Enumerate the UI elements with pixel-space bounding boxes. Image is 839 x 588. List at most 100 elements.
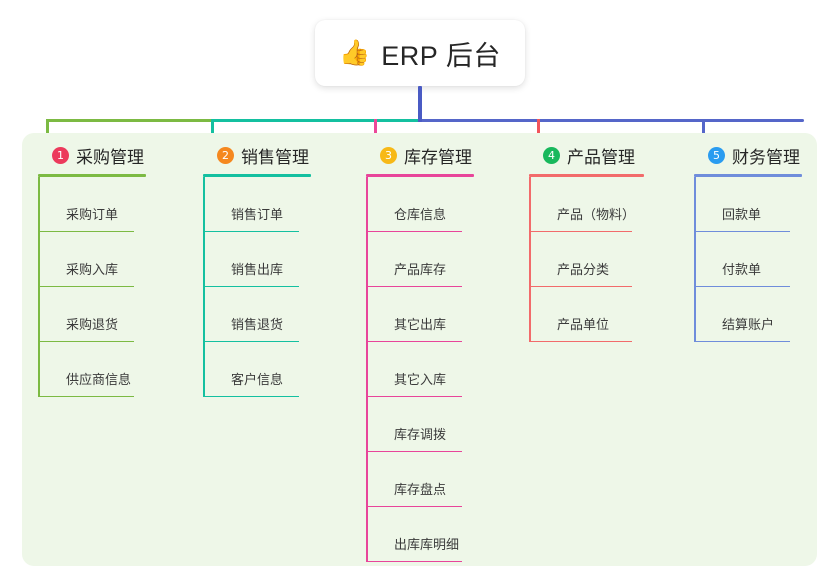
column-underline-3 — [366, 174, 474, 177]
trunk-segment-green — [46, 119, 214, 122]
leaf-node[interactable]: 产品库存 — [366, 232, 516, 287]
column-header-4[interactable]: 4 产品管理 — [529, 142, 689, 168]
leaf-node[interactable]: 产品分类 — [529, 232, 689, 287]
diagram-panel — [22, 133, 817, 566]
leaf-node[interactable]: 供应商信息 — [38, 342, 188, 397]
column-badge-5: 5 — [708, 146, 725, 164]
column-2: 2 销售管理销售订单销售出库销售退货客户信息 — [203, 142, 353, 397]
leaf-node[interactable]: 其它出库 — [366, 287, 516, 342]
leaf-node[interactable]: 产品单位 — [529, 287, 689, 342]
column-header-5[interactable]: 5 财务管理 — [694, 142, 824, 168]
root-node-content: 👍 ERP 后台 — [339, 34, 501, 73]
thumbs-up-icon: 👍 — [339, 38, 371, 67]
leaf-underline — [694, 340, 790, 342]
leaf-underline — [203, 230, 299, 232]
column-1: 1 采购管理采购订单采购入库采购退货供应商信息 — [38, 142, 188, 397]
leaf-node[interactable]: 采购订单 — [38, 177, 188, 232]
leaf-underline — [366, 395, 462, 397]
root-node-title: ERP 后台 — [381, 40, 501, 71]
leaf-underline — [366, 560, 462, 562]
leaf-label: 销售退货 — [231, 317, 284, 332]
column-items-4: 产品（物料） 产品分类产品单位 — [529, 177, 689, 342]
leaf-node[interactable]: 回款单 — [694, 177, 824, 232]
leaf-underline — [38, 285, 134, 287]
column-items-1: 采购订单采购入库采购退货供应商信息 — [38, 177, 188, 397]
column-title-3: 库存管理 — [404, 147, 472, 167]
column-badge-1: 1 — [52, 146, 69, 164]
leaf-label: 客户信息 — [231, 372, 284, 387]
leaf-label: 采购入库 — [66, 262, 119, 277]
column-spine-1 — [38, 177, 40, 397]
leaf-node[interactable]: 产品（物料） — [529, 177, 689, 232]
leaf-underline — [38, 340, 134, 342]
leaf-underline — [366, 230, 462, 232]
root-stem-connector — [418, 86, 422, 122]
leaf-underline — [366, 450, 462, 452]
leaf-label: 库存调拨 — [394, 427, 447, 442]
leaf-node[interactable]: 其它入库 — [366, 342, 516, 397]
column-spine-5 — [694, 177, 696, 342]
column-underline-2 — [203, 174, 311, 177]
leaf-label: 产品分类 — [557, 262, 610, 277]
leaf-label: 库存盘点 — [394, 482, 447, 497]
column-5: 5 财务管理回款单付款单结算账户 — [694, 142, 824, 342]
leaf-node[interactable]: 销售退货 — [203, 287, 353, 342]
column-underline-4 — [529, 174, 644, 177]
leaf-node[interactable]: 付款单 — [694, 232, 824, 287]
leaf-label: 回款单 — [722, 207, 762, 222]
column-title-1: 采购管理 — [76, 147, 144, 167]
column-header-3[interactable]: 3 库存管理 — [366, 142, 516, 168]
leaf-node[interactable]: 库存盘点 — [366, 452, 516, 507]
leaf-node[interactable]: 仓库信息 — [366, 177, 516, 232]
leaf-label: 采购订单 — [66, 207, 119, 222]
trunk-segment-teal — [211, 119, 418, 122]
column-spine-3 — [366, 177, 368, 562]
column-3: 3 库存管理仓库信息产品库存其它出库其它入库库存调拨库存盘点出库库明细 — [366, 142, 516, 562]
leaf-underline — [38, 230, 134, 232]
leaf-label: 采购退货 — [66, 317, 119, 332]
leaf-label: 销售出库 — [231, 262, 284, 277]
leaf-label: 其它出库 — [394, 317, 447, 332]
leaf-node[interactable]: 库存调拨 — [366, 397, 516, 452]
column-spine-2 — [203, 177, 205, 397]
column-header-2[interactable]: 2 销售管理 — [203, 142, 353, 168]
leaf-underline — [366, 340, 462, 342]
column-items-2: 销售订单销售出库销售退货客户信息 — [203, 177, 353, 397]
leaf-node[interactable]: 出库库明细 — [366, 507, 516, 562]
leaf-underline — [529, 285, 632, 287]
column-4: 4 产品管理产品（物料） 产品分类产品单位 — [529, 142, 689, 342]
column-items-3: 仓库信息产品库存其它出库其它入库库存调拨库存盘点出库库明细 — [366, 177, 516, 562]
leaf-underline — [366, 505, 462, 507]
leaf-node[interactable]: 结算账户 — [694, 287, 824, 342]
leaf-label: 产品库存 — [394, 262, 447, 277]
column-items-5: 回款单付款单结算账户 — [694, 177, 824, 342]
leaf-underline — [529, 340, 632, 342]
leaf-label: 其它入库 — [394, 372, 447, 387]
leaf-label: 结算账户 — [722, 317, 775, 332]
leaf-label: 付款单 — [722, 262, 762, 277]
leaf-label: 供应商信息 — [66, 372, 132, 387]
column-underline-5 — [694, 174, 802, 177]
column-title-5: 财务管理 — [732, 147, 800, 167]
leaf-label: 产品（物料） — [557, 207, 636, 222]
leaf-node[interactable]: 销售出库 — [203, 232, 353, 287]
leaf-node[interactable]: 采购退货 — [38, 287, 188, 342]
leaf-label: 产品单位 — [557, 317, 610, 332]
column-title-2: 销售管理 — [241, 147, 309, 167]
leaf-underline — [694, 230, 790, 232]
column-underline-1 — [38, 174, 146, 177]
leaf-underline — [529, 230, 632, 232]
column-badge-3: 3 — [380, 146, 397, 164]
column-badge-2: 2 — [217, 146, 234, 164]
leaf-label: 销售订单 — [231, 207, 284, 222]
leaf-underline — [203, 395, 299, 397]
leaf-node[interactable]: 采购入库 — [38, 232, 188, 287]
leaf-underline — [203, 285, 299, 287]
root-node-card[interactable]: 👍 ERP 后台 — [315, 20, 525, 86]
leaf-node[interactable]: 客户信息 — [203, 342, 353, 397]
leaf-node[interactable]: 销售订单 — [203, 177, 353, 232]
column-title-4: 产品管理 — [567, 147, 635, 167]
column-spine-4 — [529, 177, 531, 342]
column-header-1[interactable]: 1 采购管理 — [38, 142, 188, 168]
column-badge-4: 4 — [543, 146, 560, 164]
